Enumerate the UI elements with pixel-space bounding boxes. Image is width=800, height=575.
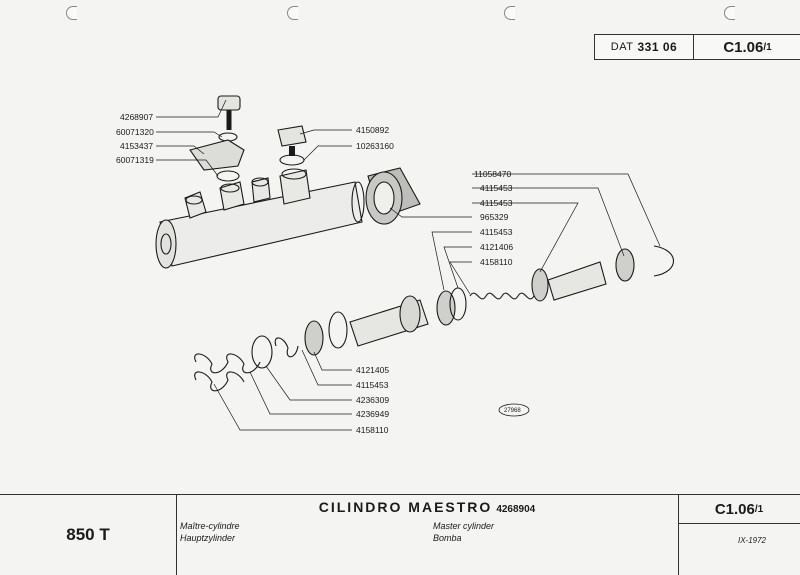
punch-hole-mark [504, 6, 515, 20]
section-part-number: 4268904 [496, 504, 536, 515]
footer-page-code: C1.06/1 [678, 495, 800, 524]
reference-box: DAT 331 06 C1.06/1 [594, 34, 800, 60]
part-label: 4153437 [120, 141, 153, 151]
dat-reference: DAT 331 06 [595, 35, 694, 59]
part-label: 60071319 [116, 155, 154, 165]
title-code-block: C1.06/1 IX-1972 [678, 495, 800, 575]
page-code-sub: /1 [763, 41, 772, 53]
dat-prefix: DAT [610, 41, 634, 53]
part-label: 4158110 [480, 257, 513, 267]
part-label: 4236949 [356, 409, 389, 419]
footer-page-code-main: C1.06 [714, 500, 755, 518]
part-label: 4115453 [480, 227, 513, 237]
part-label: 4158110 [356, 425, 389, 435]
drawing-stamp-frame [498, 403, 530, 417]
cylinder-body [155, 168, 365, 269]
part-label: 4121405 [356, 365, 389, 375]
dat-number: 331 06 [637, 40, 678, 54]
punch-hole-mark [66, 6, 77, 20]
part-label: 10263160 [356, 141, 394, 151]
part-label: 4268907 [120, 112, 153, 122]
dust-boot [365, 167, 421, 225]
part-label: 4121406 [480, 242, 513, 252]
model-name: 850 T [0, 495, 177, 575]
part-label: 965329 [480, 212, 509, 222]
part-label: 4236309 [356, 395, 389, 405]
part-label: 60071320 [116, 127, 154, 137]
banjo-bolt [189, 95, 245, 182]
title-fr: Maître-cylindre [180, 521, 240, 531]
part-label: 4150892 [356, 125, 389, 135]
page-code-main: C1.06 [723, 38, 764, 56]
bottom-spring [194, 335, 299, 392]
exploded-view-drawing: 4268907 60071320 4153437 60071319 415089… [116, 95, 674, 435]
drawing-stamp: 27968 [504, 408, 521, 414]
punch-hole-mark [287, 6, 298, 20]
piston-assembly-center [304, 295, 429, 356]
part-label: 4115453 [480, 198, 513, 208]
piston-assembly-right [436, 245, 674, 326]
footer-page-code-sub: /1 [754, 503, 764, 515]
part-label: 4115453 [356, 380, 389, 390]
title-en: Master cylinder [433, 521, 495, 531]
section-title-text: CILINDRO MAESTRO [318, 499, 493, 515]
leader-lines [156, 99, 661, 431]
part-label: 4115453 [480, 183, 513, 193]
part-label: 11058470 [474, 169, 511, 179]
issue-date: IX-1972 [737, 536, 766, 545]
plug [277, 125, 307, 166]
title-de: Hauptzylinder [180, 533, 236, 543]
punch-hole-mark [724, 6, 735, 20]
page-code: C1.06/1 [694, 35, 800, 59]
title-es: Bomba [433, 533, 462, 543]
